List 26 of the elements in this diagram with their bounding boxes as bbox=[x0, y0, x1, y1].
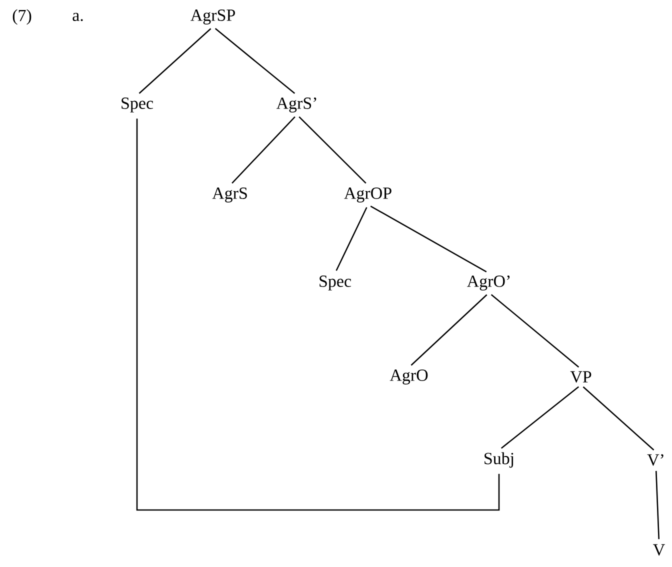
branch-line bbox=[410, 294, 488, 366]
tree-label: V’ bbox=[647, 454, 664, 466]
movement-line bbox=[136, 118, 500, 511]
branch-line bbox=[232, 116, 296, 184]
branch-line bbox=[655, 470, 660, 540]
tree-label: Spec bbox=[320, 276, 351, 290]
tree-label: VP bbox=[570, 371, 592, 383]
tree-label: V bbox=[653, 544, 665, 556]
example-number: a. bbox=[72, 12, 83, 22]
branch-line bbox=[336, 207, 368, 271]
branch-line bbox=[500, 386, 580, 449]
tree-label: AgrS’ bbox=[276, 98, 316, 112]
tree-label: AgrS bbox=[212, 188, 247, 202]
tree-label: AgrOP bbox=[344, 188, 392, 202]
branch-line bbox=[298, 116, 366, 184]
branch-line bbox=[490, 294, 580, 368]
branch-line bbox=[214, 28, 296, 94]
example-number: (7) bbox=[12, 9, 32, 25]
tree-label: Subj bbox=[484, 452, 514, 468]
branch-line bbox=[370, 206, 487, 272]
tree-label: Spec bbox=[122, 98, 153, 112]
tree-label: AgrO’ bbox=[466, 276, 510, 290]
tree-label: AgrSP bbox=[190, 10, 235, 24]
tree-label: AgrO bbox=[390, 370, 428, 384]
branch-line bbox=[582, 386, 654, 450]
branch-line bbox=[138, 28, 212, 94]
